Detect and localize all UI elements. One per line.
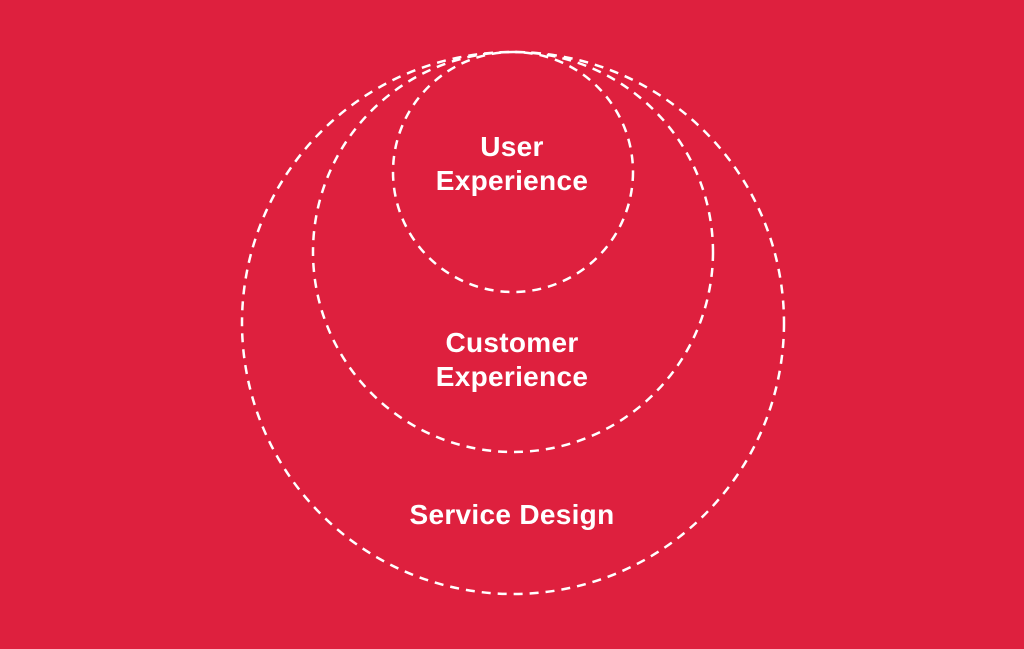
label-customer-experience-line-1: Customer: [445, 327, 579, 358]
customer-experience-circle: [311, 50, 715, 454]
label-user-experience-line-1: User: [480, 131, 544, 162]
label-user-experience: User Experience: [0, 130, 1024, 198]
label-service-design-line-1: Service Design: [409, 499, 615, 530]
label-customer-experience: Customer Experience: [0, 326, 1024, 394]
label-customer-experience-line-2: Experience: [435, 361, 589, 392]
label-user-experience-line-2: Experience: [435, 165, 589, 196]
user-experience-circle: [391, 50, 635, 294]
service-design-circle: [240, 50, 786, 596]
label-service-design: Service Design: [0, 498, 1024, 532]
